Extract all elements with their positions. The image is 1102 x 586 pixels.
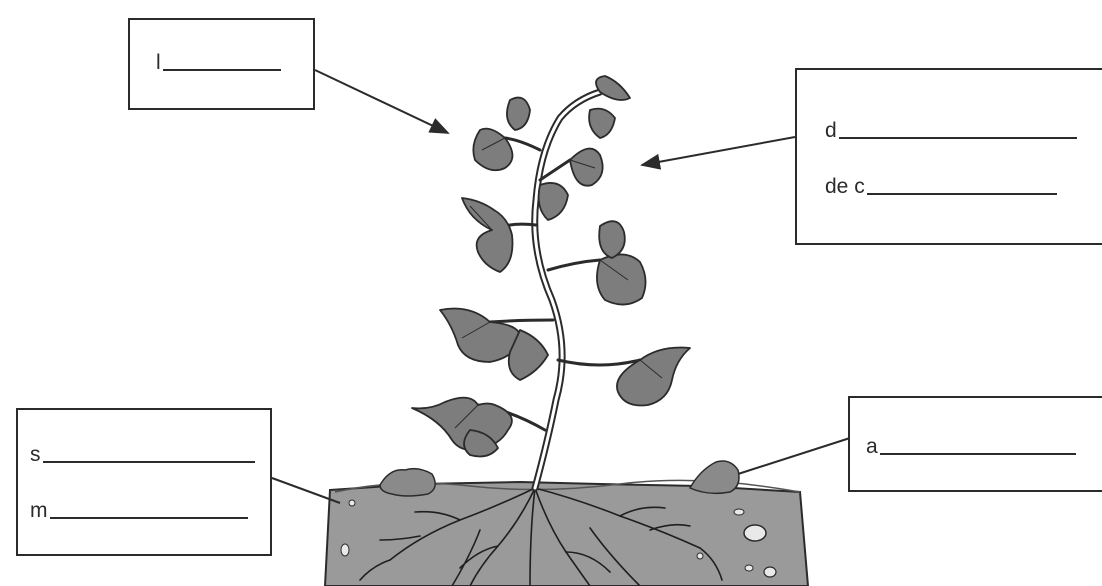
answer-blank[interactable] — [162, 67, 281, 71]
blank-line-de-c: de c — [825, 176, 1057, 197]
blank-line-s: s — [30, 444, 255, 465]
label-box-bottom-right: a — [848, 396, 1102, 492]
label-box-top-left: l — [128, 18, 315, 110]
line-prefix: m — [30, 499, 48, 522]
label-box-top-right: d de c — [795, 68, 1102, 245]
roots-illustration — [359, 487, 723, 586]
label-box-bottom-left: s m — [16, 408, 272, 556]
answer-blank[interactable] — [866, 191, 1057, 195]
blank-line-l: l — [156, 52, 281, 73]
blank-line-d: d — [825, 120, 1077, 141]
blank-line-a: a — [866, 436, 1076, 457]
line-prefix: d — [825, 119, 837, 142]
line-prefix: a — [866, 435, 878, 458]
line-to-soil — [271, 477, 341, 504]
answer-blank[interactable] — [49, 515, 248, 519]
answer-blank[interactable] — [42, 459, 255, 463]
line-prefix: de c — [825, 175, 865, 198]
line-prefix: l — [156, 51, 161, 74]
arrow-to-stem — [640, 136, 796, 170]
answer-blank[interactable] — [838, 135, 1077, 139]
line-prefix: s — [30, 443, 41, 466]
answer-blank[interactable] — [879, 451, 1076, 455]
line-to-rock — [737, 437, 851, 475]
blank-line-m: m — [30, 500, 248, 521]
arrow-to-leaf — [314, 69, 450, 134]
